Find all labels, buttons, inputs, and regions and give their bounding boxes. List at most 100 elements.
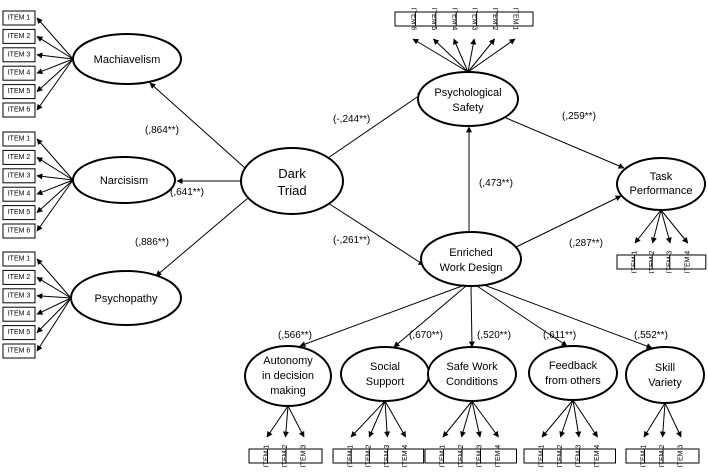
loading-safe_work-4 xyxy=(471,400,499,438)
item-machiavelism-2: ITEM 2 xyxy=(2,28,36,44)
item-label: ITEM 4 xyxy=(495,445,502,468)
item-box xyxy=(2,343,36,359)
loading-social-3 xyxy=(384,400,391,438)
latent-autonomy xyxy=(244,345,332,407)
loading-psych-safety-4 xyxy=(467,38,477,73)
loading-social-4 xyxy=(384,400,407,438)
loading-narcisism-6 xyxy=(36,179,74,232)
loading-autonomy-3 xyxy=(287,405,305,438)
item-label: ITEM 3 xyxy=(301,445,308,468)
loading-safe_work-1 xyxy=(442,400,473,438)
latent-skill-variety xyxy=(625,346,705,404)
item-box xyxy=(496,11,534,27)
loading-psych-safety-1 xyxy=(412,38,469,73)
item-label: ITEM 5 xyxy=(8,329,31,336)
coef-enriched-task: (,287**) xyxy=(569,238,603,249)
coef-enriched-social: (,670**) xyxy=(409,330,443,341)
loading-safe_work-2 xyxy=(460,400,473,438)
item-label: ITEM 4 xyxy=(8,191,31,198)
item-psychopathy-4: ITEM 4 xyxy=(2,306,36,322)
latent-psychological-safety xyxy=(417,71,519,127)
item-label: ITEM 1 xyxy=(8,15,31,22)
item-label: ITEM 4 xyxy=(8,70,31,77)
loading-machiavelism-5 xyxy=(36,58,74,93)
loading-machiavelism-3 xyxy=(36,52,74,60)
item-box xyxy=(579,448,616,464)
dark-triad-label-line2: Triad xyxy=(277,183,306,198)
loading-psychopathy-3 xyxy=(36,293,72,300)
loading-psychopathy-2 xyxy=(36,276,72,299)
item-label: ITEM 1 xyxy=(8,256,31,263)
item-box xyxy=(2,223,36,239)
safe-work-label-line1: Safe Work xyxy=(446,361,498,373)
loading-psych-safety-5 xyxy=(467,38,495,73)
item-box xyxy=(2,186,36,202)
item-label: ITEM 6 xyxy=(8,228,31,235)
latent-safe-work-conditions xyxy=(427,346,517,402)
item-label: ITEM 3 xyxy=(8,292,31,299)
item-label: ITEM 5 xyxy=(8,209,31,216)
narcisism-label: Narcisism xyxy=(100,175,148,187)
loading-task_perf-2 xyxy=(651,209,662,244)
loading-psych-safety-2 xyxy=(432,38,469,73)
social-label-line2: Support xyxy=(366,376,405,388)
loading-feedback-4 xyxy=(572,399,598,438)
coef-enriched-psych-safety: (,473**) xyxy=(479,178,513,189)
skill-label-line2: Variety xyxy=(648,377,682,389)
coef-enriched-skill: (,552**) xyxy=(634,330,668,341)
latent-enriched-work-design xyxy=(420,231,522,287)
loading-machiavelism-2 xyxy=(36,35,74,60)
item-psychopathy-5: ITEM 5 xyxy=(2,325,36,341)
item-label: ITEM 6 xyxy=(410,8,417,31)
path-enriched-safe-work xyxy=(468,285,475,348)
autonomy-label-line1: Autonomy xyxy=(263,355,313,367)
loading-narcisism-1 xyxy=(36,138,74,181)
coef-dt-narcisism: (,641**) xyxy=(170,187,204,198)
item-social-4: ITEM 4 xyxy=(387,445,425,468)
coef-dt-psych-safety: (-,244**) xyxy=(333,114,370,125)
skill-label-line1: Skill xyxy=(655,362,675,374)
psychopathy-label: Psychopathy xyxy=(95,293,158,305)
autonomy-label-line3: making xyxy=(270,385,305,397)
item-machiavelism-4: ITEM 4 xyxy=(2,65,36,81)
loading-psychopathy-5 xyxy=(36,297,72,334)
path-enriched-feedback xyxy=(476,285,568,347)
item-label: ITEM 2 xyxy=(8,154,31,161)
item-machiavelism-6: ITEM 6 xyxy=(2,102,36,118)
item-psychopathy-3: ITEM 3 xyxy=(2,288,36,304)
item-psychopathy-2: ITEM 2 xyxy=(2,269,36,285)
safe-work-label-line2: Conditions xyxy=(446,376,498,388)
loading-autonomy-1 xyxy=(266,405,289,438)
item-label: ITEM 4 xyxy=(402,445,409,468)
loading-machiavelism-4 xyxy=(36,58,74,75)
path-enriched-task xyxy=(515,195,622,248)
loading-social-1 xyxy=(350,400,386,438)
item-label: ITEM 6 xyxy=(8,107,31,114)
latent-narcisism xyxy=(72,156,176,204)
loading-feedback-2 xyxy=(559,399,574,438)
loading-narcisism-4 xyxy=(36,179,74,196)
item-psychopathy-1: ITEM 1 xyxy=(2,251,36,267)
item-label: ITEM 3 xyxy=(8,172,31,179)
path-dt-enriched xyxy=(327,202,425,266)
path-dt-psych-safety xyxy=(327,92,424,159)
item-psych-safety-6: ITEM 1 xyxy=(496,8,534,30)
item-box xyxy=(2,47,36,63)
item-label: ITEM 3 xyxy=(471,8,478,31)
feedback-label-line1: Feedback xyxy=(549,360,598,372)
item-box xyxy=(2,325,36,341)
path-psych-safety-task xyxy=(505,117,625,169)
item-label: ITEM 2 xyxy=(491,8,498,31)
item-box xyxy=(2,288,36,304)
loading-autonomy-2 xyxy=(282,405,289,438)
autonomy-label-line2: in decision xyxy=(262,370,314,382)
latent-machiavelism xyxy=(72,33,182,85)
latent-psychopathy xyxy=(70,270,182,326)
coef-enriched-safe-work: (,520**) xyxy=(477,330,511,341)
item-label: ITEM 4 xyxy=(8,311,31,318)
item-box xyxy=(2,306,36,322)
item-box xyxy=(285,448,323,464)
item-box xyxy=(662,448,700,464)
psych-safety-label-line2: Safety xyxy=(452,102,484,114)
loading-skill-1 xyxy=(643,402,666,438)
